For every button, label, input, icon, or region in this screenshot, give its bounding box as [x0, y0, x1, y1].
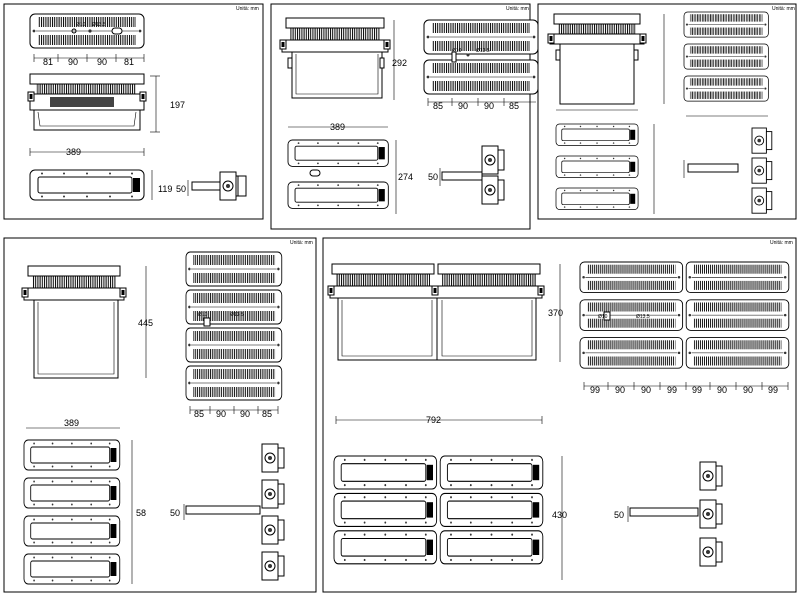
unit-label: Unità: mm [770, 240, 793, 246]
panel-4: Unità: mm 445 Ø10 Ø13.5 85 90 90 85 389 [3, 237, 317, 593]
dim-90b: 90 [240, 409, 250, 419]
dim-81a: 81 [43, 57, 53, 67]
dim-445: 445 [138, 318, 153, 328]
callout-d10: Ø10 [452, 48, 462, 54]
front-view [29, 169, 145, 201]
dim-85b: 85 [262, 409, 272, 419]
dim-90a: 90 [68, 57, 78, 67]
panel-2: Unità: mm 292 Ø10 Ø13.5 85 90 90 [270, 3, 539, 230]
callout-d10: Ø10 [598, 314, 608, 320]
elevation-view [279, 17, 391, 99]
dim-85b: 85 [509, 101, 519, 111]
dim-90a: 90 [216, 409, 226, 419]
dim-50: 50 [176, 184, 186, 194]
dim-274: 274 [398, 172, 413, 182]
callout-d10: Ø10 [76, 22, 86, 28]
side-mount-view [191, 171, 247, 201]
dim-99b: 99 [667, 385, 677, 395]
dim-90c: 90 [717, 385, 727, 395]
dim-119: 119 [158, 184, 172, 194]
panel-5: Unità: mm 370 Ø10 Ø13.5 [322, 237, 797, 593]
dim-58: 58 [136, 508, 146, 518]
dim-99c: 99 [692, 385, 702, 395]
dim-81b: 81 [124, 57, 134, 67]
panel-3: Unità: mm [537, 3, 797, 220]
dim-389: 389 [330, 122, 345, 132]
unit-label: Unità: mm [506, 6, 529, 12]
dim-90b: 90 [97, 57, 107, 67]
dim-90a: 90 [458, 101, 468, 111]
callout-d10: Ø10 [198, 312, 208, 318]
unit-label: Unità: mm [290, 240, 313, 246]
callout-d13: Ø13.5 [230, 312, 244, 318]
dim-85a: 85 [194, 409, 204, 419]
dim-50: 50 [428, 172, 438, 182]
dim-430: 430 [552, 510, 567, 520]
unit-label: Unità: mm [772, 6, 795, 12]
dim-90b: 90 [484, 101, 494, 111]
callout-d13: Ø13.5 [92, 22, 106, 28]
panel-1: Unità: mm Ø10 Ø13.5 81 90 90 81 [3, 3, 264, 220]
dim-85a: 85 [433, 101, 443, 111]
dim-50: 50 [614, 510, 624, 520]
dim-90b: 90 [641, 385, 651, 395]
dim-792: 792 [426, 415, 441, 425]
dim-292: 292 [392, 58, 407, 68]
dim-370: 370 [548, 308, 563, 318]
callout-d13: Ø13.5 [476, 48, 490, 54]
elevation-view [27, 73, 147, 131]
dim-389: 389 [64, 418, 79, 428]
unit-label: Unità: mm [236, 6, 259, 12]
dim-197: 197 [170, 100, 185, 110]
dim-99a: 99 [590, 385, 600, 395]
dim-99d: 99 [768, 385, 778, 395]
dim-90d: 90 [743, 385, 753, 395]
dim-50: 50 [170, 508, 180, 518]
dim-90a: 90 [615, 385, 625, 395]
dim-389: 389 [66, 147, 81, 157]
callout-d13: Ø13.5 [636, 314, 650, 320]
